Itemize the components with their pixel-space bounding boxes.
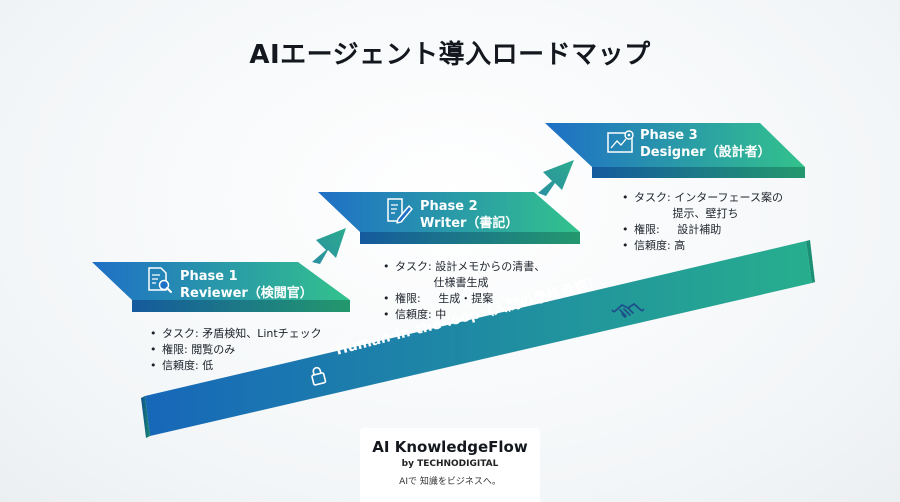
human-in-the-loop-ramp (141, 240, 815, 438)
document-pen-icon (387, 198, 413, 224)
phase-1-details: タスク: 矛盾検知、Lintチェック 権限: 閲覧のみ 信頼度: 低 (150, 326, 322, 374)
phase-3-label: Phase 3 Designer（設計者） (640, 127, 771, 161)
detail-item-continued: 提示、壁打ち (634, 207, 739, 220)
brand-tagline: AIで 知識をビジネスへ。 (399, 477, 501, 487)
phase-2-block (318, 192, 580, 244)
detail-item: 権限: 閲覧のみ (150, 342, 322, 358)
brand-by: by TECHNODIGITAL (401, 459, 499, 469)
arrow-phase-2-to-3 (538, 160, 574, 196)
brand-name: AI KnowledgeFlow (372, 438, 528, 456)
detail-item: 権限: 生成・提案 (383, 291, 545, 307)
detail-item: タスク: 設計メモからの清書、 (383, 259, 545, 275)
phase-1-number: Phase 1 (180, 269, 238, 284)
detail-item: 権限: 設計補助 (622, 222, 783, 238)
detail-item: タスク: 矛盾検知、Lintチェック (150, 326, 322, 342)
detail-item: 信頼度: 低 (150, 358, 322, 374)
detail-item-continued: 仕様書生成 (395, 276, 489, 289)
arrow-phase-1-to-2 (312, 228, 346, 264)
detail-item: 信頼度: 高 (622, 238, 783, 254)
detail-item: タスク: インターフェース案の (622, 190, 783, 206)
blueprint-gear-icon (607, 130, 634, 153)
phase-3-block (545, 123, 805, 178)
phase-1-name: Reviewer（検閲官） (180, 286, 313, 301)
phase-3-name: Designer（設計者） (640, 145, 771, 160)
phase-2-name: Writer（書記） (420, 216, 519, 231)
phase-1-label: Phase 1 Reviewer（検閲官） (180, 268, 313, 302)
phase-3-details: タスク: インターフェース案の 提示、壁打ち 権限: 設計補助 信頼度: 高 (622, 190, 783, 254)
phase-3-number: Phase 3 (640, 128, 698, 143)
page-title: AIエージェント導入ロードマップ (249, 40, 651, 70)
handshake-icon (611, 303, 645, 318)
detail-item: 信頼度: 中 (383, 307, 545, 323)
document-search-icon (148, 267, 172, 293)
phase-2-details: タスク: 設計メモからの清書、 仕様書生成 権限: 生成・提案 信頼度: 中 (383, 259, 545, 323)
phase-2-number: Phase 2 (420, 199, 478, 214)
phase-2-label: Phase 2 Writer（書記） (420, 198, 518, 232)
brand-box: AI KnowledgeFlow by TECHNODIGITAL AIで 知識… (360, 428, 540, 502)
